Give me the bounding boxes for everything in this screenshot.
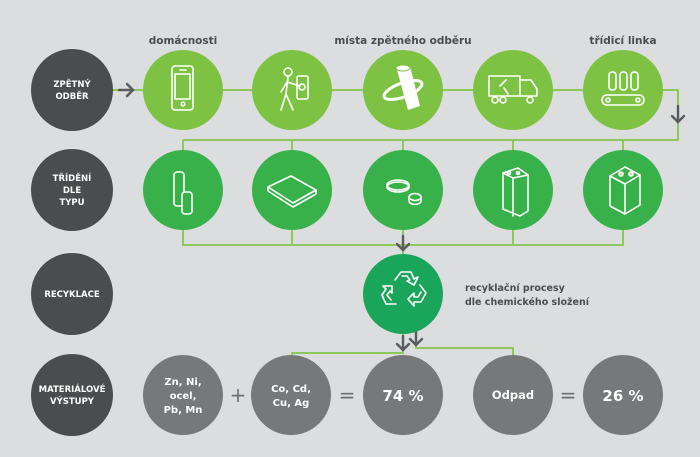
output-metals-group2: Co, Cd, Cu, Ag [251,355,331,435]
cylindrical-battery-icon [173,171,193,215]
row-label-sorting: TŘÍDĚNÍ DLE TYPU [31,149,113,231]
lantern-battery-icon [609,166,641,215]
output-text: Pb, Mn [164,405,203,416]
row-label-text: TYPU [59,198,84,208]
type-flat-battery-pack [252,150,332,230]
equals-sign: = [339,383,356,407]
rectangular-battery-icon [502,167,529,217]
battery-pack-icon [267,175,317,208]
conveyor-icon [601,71,645,106]
waste-share: 26 % [583,355,663,435]
step-person-depositing [252,50,332,130]
row-label-text: ODBĚR [55,90,89,102]
recycled-percent: 74 % [382,387,423,405]
arrow-down-icon [395,234,411,252]
step-sorting-line [583,50,663,130]
step-truck [473,50,553,130]
row-label-text: RECYKLACE [44,290,100,300]
recycle-icon [381,271,427,307]
row-label-text: DLE [63,186,81,196]
row-label-recycling: RECYKLACE [31,253,113,335]
output-text: Co, Cd, [271,384,311,395]
row-label-collection: ZPĚTNÝ ODBĚR [31,49,113,131]
battery-ring-icon [382,64,424,110]
output-metals-group1: Zn, Ni, ocel, Pb, Mn [143,355,223,435]
waste-percent: 26 % [602,387,643,405]
output-text: Zn, Ni, [164,377,201,388]
recycling-note-line2: dle chemického složení [465,297,590,308]
caption-collection-points: místa zpětného odběru [334,35,471,47]
recycling-note-line1: recyklační procesy [465,283,566,294]
waste-label: Odpad [492,388,534,402]
step-collection-point [363,50,443,130]
to-metals-line [291,334,404,358]
output-text: Cu, Ag [273,398,310,409]
arrow-down-icon [670,104,686,124]
arrows [117,82,686,352]
row-label-text: VÝSTUPY [50,395,95,407]
truck-icon [488,75,538,104]
plus-sign: + [230,383,247,407]
recycling-process [363,254,443,334]
to-waste-line [415,334,514,358]
arrow-down-icon [408,330,424,347]
recycled-share: 74 % [363,355,443,435]
row-label-text: ZPĚTNÝ [53,78,91,90]
type-button-cells [363,150,443,230]
row-label-text: TŘÍDĚNÍ [53,172,92,184]
button-cell-icon [386,179,422,206]
step-phone [143,50,223,130]
equals-sign: = [560,383,577,407]
caption-households: domácnosti [149,35,218,47]
phone-icon [171,65,194,111]
arrow-down-icon [395,334,411,352]
row-label-text: MATERIÁLOVÉ [39,383,106,395]
person-drop-off-icon [280,67,309,111]
output-text: ocel, [170,391,197,402]
arrow-right-icon [117,82,135,98]
type-9v-battery [473,150,553,230]
row-label-outputs: MATERIÁLOVÉ VÝSTUPY [31,354,113,436]
type-cylindrical-batteries [143,150,223,230]
type-lantern-battery [583,150,663,230]
caption-sorting-line: třídicí linka [589,35,656,47]
waste: Odpad [473,355,553,435]
